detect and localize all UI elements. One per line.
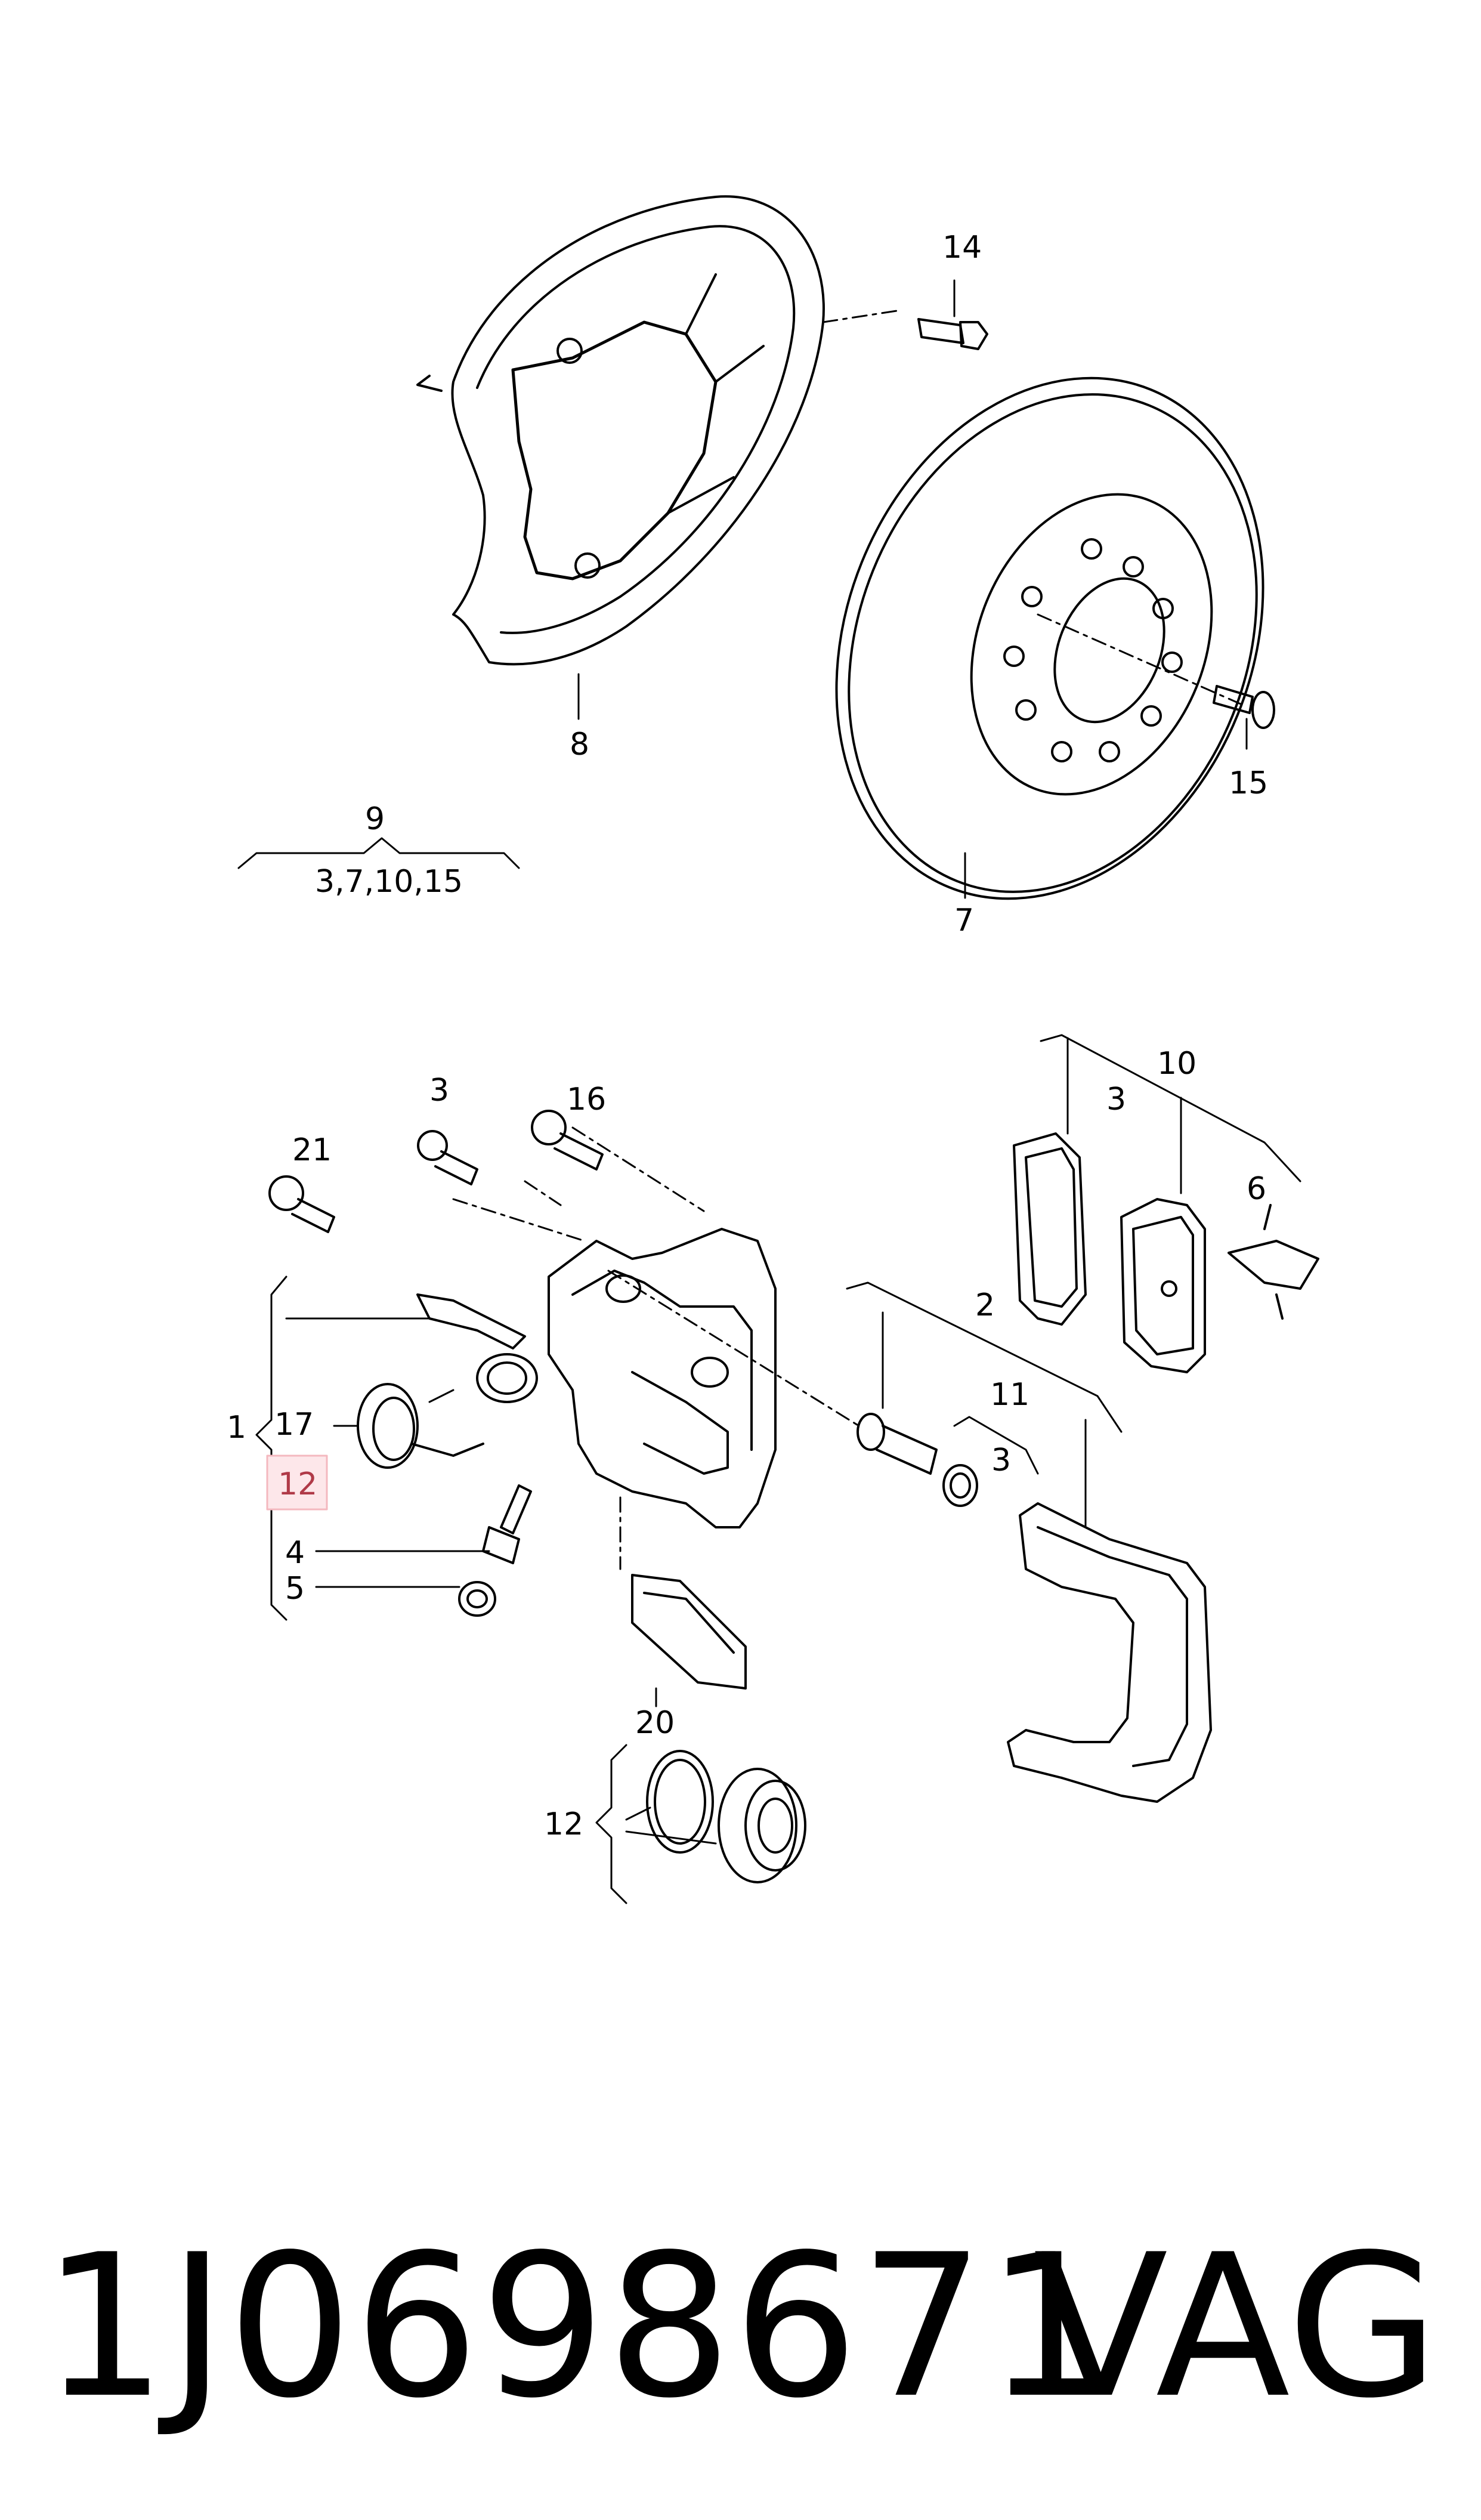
seal-ring[interactable]: [646, 1750, 714, 1854]
bolt-14[interactable]: [917, 279, 988, 350]
callout-4: 4: [285, 1535, 305, 1571]
bolt-3[interactable]: [417, 1130, 478, 1185]
callout-15: 15: [1229, 765, 1268, 801]
callout-17: 17: [274, 1407, 314, 1443]
callout-9: 9: [365, 801, 385, 837]
screw-15[interactable]: [1213, 685, 1275, 750]
callout-21: 21: [292, 1132, 332, 1168]
callout-11: 11: [990, 1377, 1029, 1413]
guide-pin-2[interactable]: [857, 1413, 938, 1475]
callout-20: 20: [635, 1705, 675, 1741]
callout-3b: 3: [1106, 1082, 1126, 1117]
callout-9-sub: 3,7,10,15: [315, 864, 463, 900]
spring-17[interactable]: [357, 1383, 484, 1469]
dust-cap-5[interactable]: [458, 1581, 496, 1617]
bracket-12: [595, 1744, 627, 1904]
wear-sensor-lever[interactable]: [416, 1293, 526, 1349]
bolt-16[interactable]: [531, 1110, 604, 1171]
callout-7: 7: [954, 903, 974, 938]
callout-14: 14: [942, 230, 982, 265]
callout-16: 16: [567, 1082, 606, 1117]
callout-3c: 3: [991, 1443, 1011, 1478]
bracket-9: [237, 837, 520, 869]
brake-carrier[interactable]: [1007, 1502, 1212, 1803]
bleeder-valve-4[interactable]: [482, 1484, 532, 1564]
brand-name: VAG: [1033, 2212, 1439, 2441]
callout-8: 8: [570, 727, 589, 762]
callout-12: 12: [544, 1806, 583, 1842]
leader-14: [822, 309, 902, 323]
piston-boot[interactable]: [718, 1768, 806, 1883]
brake-pad-outer[interactable]: [1013, 1132, 1087, 1326]
callout-6: 6: [1247, 1171, 1266, 1207]
pad-shim-20[interactable]: [631, 1574, 747, 1690]
bracket-10: [1040, 1034, 1301, 1182]
brake-disc[interactable]: [761, 313, 1338, 963]
callout-1: 1: [227, 1410, 246, 1446]
brake-backing-plate[interactable]: [416, 195, 825, 666]
retaining-clip-6[interactable]: [1228, 1204, 1319, 1320]
callout-12-highlighted[interactable]: 12: [278, 1466, 317, 1502]
highlight-box: [266, 1454, 328, 1511]
piston-spring[interactable]: [476, 1353, 538, 1403]
bracket-2: [846, 1281, 1123, 1433]
callout-2: 2: [975, 1287, 995, 1323]
guide-bushing-11[interactable]: [942, 1464, 978, 1507]
callout-5: 5: [285, 1571, 305, 1607]
bracket-11: [953, 1416, 1039, 1475]
brake-pad-inner[interactable]: [1120, 1198, 1206, 1373]
bolt-21[interactable]: [268, 1175, 335, 1233]
leader-15-axis: [1037, 613, 1242, 705]
caliper-housing[interactable]: [548, 1228, 777, 1528]
bracket-1: [255, 1276, 287, 1621]
callout-3a: 3: [429, 1073, 449, 1108]
part-number: 1J0698671: [42, 2212, 1112, 2441]
exploded-brake-drawing: 14 8 15 7 9 3,7,10,15 3 16 10 3 6 21 2 1…: [227, 195, 1338, 1904]
footer: 1J0698671 VAG: [0, 2184, 1481, 2470]
callout-10: 10: [1157, 1046, 1196, 1082]
